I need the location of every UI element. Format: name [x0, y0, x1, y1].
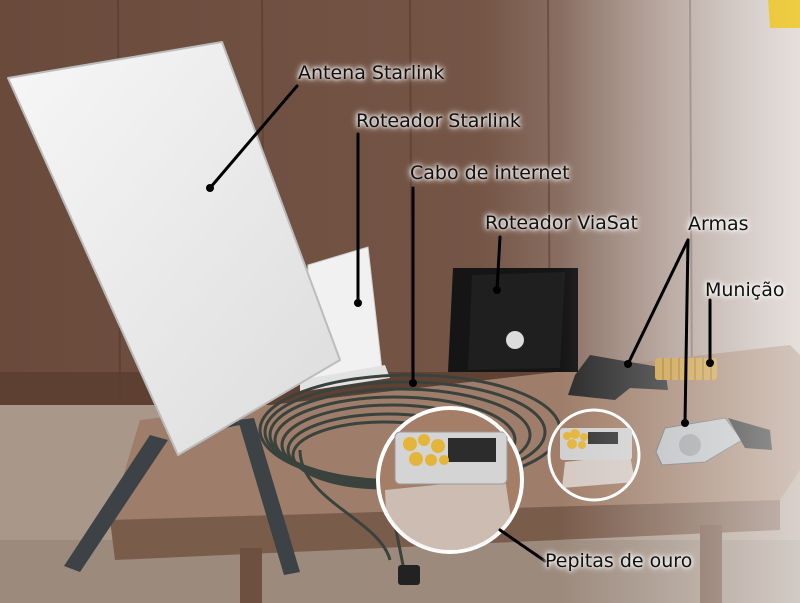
- annotation-dots: [206, 184, 714, 427]
- label-antena-starlink: Antena Starlink: [298, 62, 445, 84]
- label-pepitas-ouro: Pepitas de ouro: [545, 550, 693, 572]
- leader-armas-pistol: [626, 238, 690, 366]
- label-roteador-starlink: Roteador Starlink: [356, 110, 521, 132]
- leader-pepitas: [498, 528, 547, 563]
- annotation-leader-lines: [208, 84, 712, 563]
- label-municao: Munição: [705, 279, 785, 301]
- corner-badge: [768, 0, 800, 28]
- label-armas: Armas: [688, 213, 749, 235]
- label-cabo-internet: Cabo de internet: [410, 162, 570, 184]
- leader-antena: [208, 84, 299, 190]
- leader-viasat: [495, 235, 502, 292]
- leader-armas-revolver: [683, 238, 690, 425]
- label-roteador-viasat: Roteador ViaSat: [485, 212, 638, 234]
